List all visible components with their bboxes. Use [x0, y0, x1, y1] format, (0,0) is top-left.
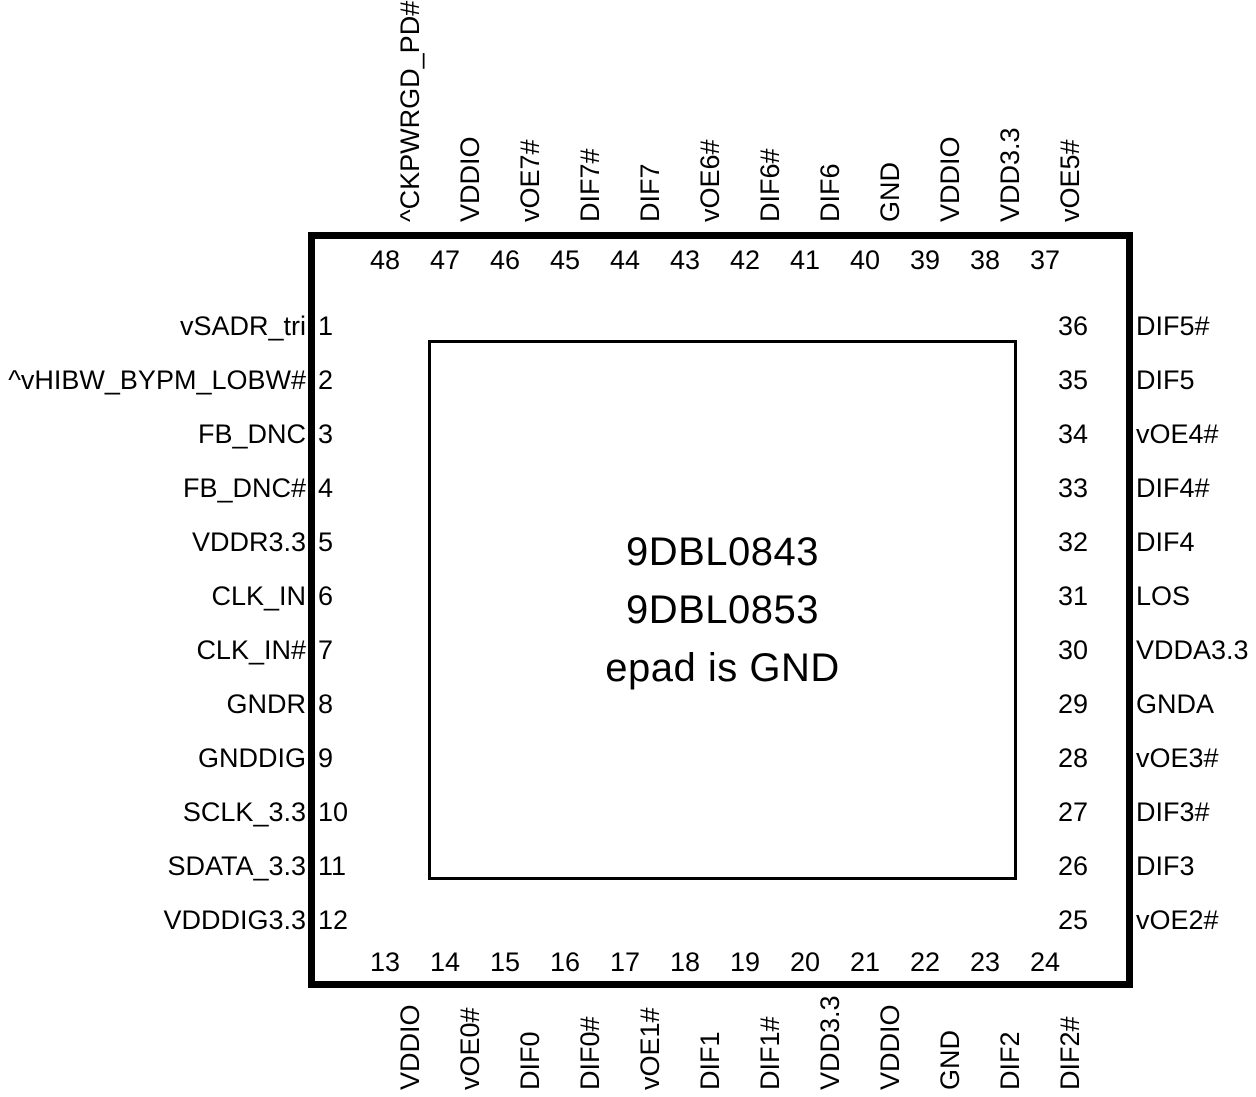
pin-label-45: DIF7#: [575, 148, 605, 222]
pin-number-2: 2: [318, 365, 334, 395]
pin-label-44: DIF7: [635, 163, 665, 222]
pin-label-42: DIF6#: [755, 148, 785, 222]
pin-label-36: DIF5#: [1136, 311, 1210, 341]
pin-number-45: 45: [549, 245, 581, 275]
pin-number-25: 25: [1057, 905, 1088, 935]
pin-number-15: 15: [489, 947, 521, 977]
pin-label-14: vOE0#: [455, 1007, 485, 1090]
pin-number-46: 46: [489, 245, 521, 275]
pin-number-14: 14: [429, 947, 461, 977]
pin-label-5: VDDR3.3: [191, 527, 306, 557]
pin-label-12: VDDDIG3.3: [163, 905, 306, 935]
pin-label-41: DIF6: [815, 163, 845, 222]
pin-label-15: DIF0: [515, 1031, 545, 1090]
pin-label-33: DIF4#: [1136, 473, 1210, 503]
pin-label-4: FB_DNC#: [182, 473, 306, 503]
pin-label-11: SDATA_3.3: [167, 851, 306, 881]
pin-number-40: 40: [849, 245, 881, 275]
pin-number-27: 27: [1057, 797, 1088, 827]
pin-label-40: GND: [875, 162, 905, 222]
pin-label-18: DIF1: [695, 1031, 725, 1090]
pin-label-17: vOE1#: [635, 1007, 665, 1090]
pin-number-12: 12: [318, 905, 349, 935]
pin-label-27: DIF3#: [1136, 797, 1210, 827]
pin-label-13: VDDIO: [395, 1004, 425, 1090]
pin-label-19: DIF1#: [755, 1016, 785, 1090]
pin-label-3: FB_DNC: [197, 419, 306, 449]
pin-label-8: GNDR: [226, 689, 307, 719]
pin-number-30: 30: [1057, 635, 1088, 665]
pin-label-38: VDD3.3: [995, 127, 1025, 222]
pin-label-32: DIF4: [1136, 527, 1195, 557]
pin-number-28: 28: [1057, 743, 1088, 773]
pin-number-44: 44: [609, 245, 641, 275]
pin-number-19: 19: [729, 947, 761, 977]
pin-label-24: DIF2#: [1055, 1016, 1085, 1090]
pin-label-2: ^vHIBW_BYPM_LOBW#: [8, 365, 306, 395]
pin-label-43: vOE6#: [695, 139, 725, 222]
pin-label-22: GND: [935, 1030, 965, 1090]
pin-number-33: 33: [1057, 473, 1088, 503]
pin-number-23: 23: [969, 947, 1001, 977]
pin-label-21: VDDIO: [875, 1004, 905, 1090]
pin-number-34: 34: [1057, 419, 1088, 449]
pin-label-39: VDDIO: [935, 136, 965, 222]
pin-number-18: 18: [669, 947, 701, 977]
pin-label-28: vOE3#: [1136, 743, 1219, 773]
pin-number-32: 32: [1057, 527, 1088, 557]
pin-number-10: 10: [318, 797, 349, 827]
pin-number-26: 26: [1057, 851, 1088, 881]
pin-label-35: DIF5: [1136, 365, 1195, 395]
pin-number-29: 29: [1057, 689, 1088, 719]
pin-label-25: vOE2#: [1136, 905, 1219, 935]
pin-number-43: 43: [669, 245, 701, 275]
pin-label-48: ^CKPWRGD_PD#: [395, 0, 425, 222]
pin-number-31: 31: [1057, 581, 1088, 611]
pin-number-24: 24: [1029, 947, 1061, 977]
pin-label-46: vOE7#: [515, 139, 545, 222]
pin-number-4: 4: [318, 473, 334, 503]
pin-label-20: VDD3.3: [815, 995, 845, 1090]
pin-number-17: 17: [609, 947, 641, 977]
pin-number-42: 42: [729, 245, 761, 275]
pin-label-1: vSADR_tri: [179, 311, 306, 341]
pin-number-8: 8: [318, 689, 334, 719]
pin-label-16: DIF0#: [575, 1016, 605, 1090]
pin-label-10: SCLK_3.3: [182, 797, 306, 827]
pin-number-7: 7: [318, 635, 334, 665]
pin-number-20: 20: [789, 947, 821, 977]
pin-label-26: DIF3: [1136, 851, 1195, 881]
epad-outline: [428, 340, 1017, 880]
pin-number-38: 38: [969, 245, 1001, 275]
pin-label-29: GNDA: [1136, 689, 1215, 719]
pin-number-3: 3: [318, 419, 334, 449]
pin-number-39: 39: [909, 245, 941, 275]
pin-label-30: VDDA3.3: [1136, 635, 1249, 665]
pin-number-11: 11: [318, 851, 347, 881]
pin-number-41: 41: [789, 245, 821, 275]
pin-number-47: 47: [429, 245, 461, 275]
pin-number-9: 9: [318, 743, 334, 773]
pin-number-6: 6: [318, 581, 334, 611]
pin-label-23: DIF2: [995, 1031, 1025, 1090]
pin-number-16: 16: [549, 947, 581, 977]
pin-label-7: CLK_IN#: [196, 635, 306, 665]
pin-number-22: 22: [909, 947, 941, 977]
pin-number-5: 5: [318, 527, 334, 557]
pin-label-6: CLK_IN: [211, 581, 306, 611]
pin-number-35: 35: [1057, 365, 1088, 395]
pin-number-48: 48: [369, 245, 401, 275]
pin-label-31: LOS: [1136, 581, 1191, 611]
pin-number-36: 36: [1057, 311, 1088, 341]
pin-number-13: 13: [369, 947, 401, 977]
pin-label-37: vOE5#: [1055, 139, 1085, 222]
pin-number-21: 21: [849, 947, 881, 977]
pin-number-1: 1: [318, 311, 334, 341]
pin-label-9: GNDDIG: [198, 743, 306, 773]
pin-label-47: VDDIO: [455, 136, 485, 222]
pin-label-34: vOE4#: [1136, 419, 1219, 449]
pin-number-37: 37: [1029, 245, 1061, 275]
package-outline: [308, 232, 1133, 988]
